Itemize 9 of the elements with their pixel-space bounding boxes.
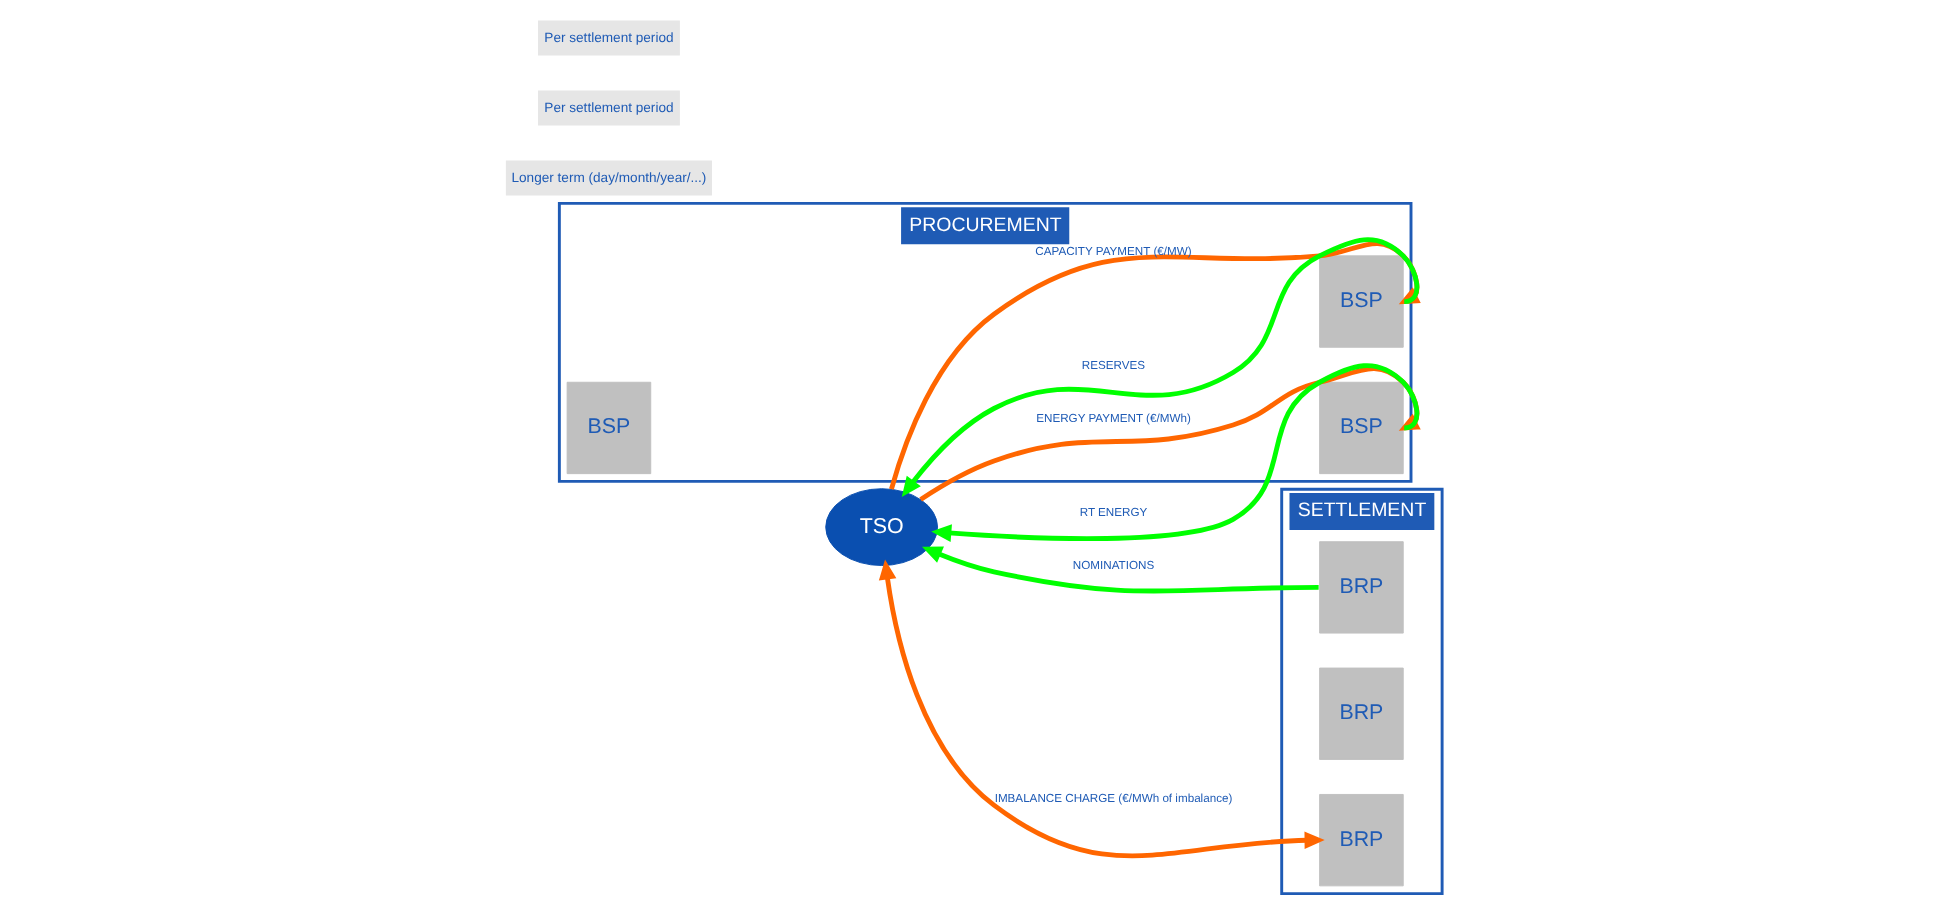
arrow <box>921 546 1319 594</box>
node-ellipse: TSO <box>825 488 939 566</box>
node-box: BRP <box>1319 541 1404 634</box>
node-box: BSP <box>1319 381 1404 475</box>
node-box: BRP <box>1319 793 1404 887</box>
arrow <box>878 559 1325 859</box>
node-box: BSP <box>1319 255 1404 348</box>
node-box: BRP <box>1319 667 1404 760</box>
node-box: BSP <box>566 381 652 475</box>
